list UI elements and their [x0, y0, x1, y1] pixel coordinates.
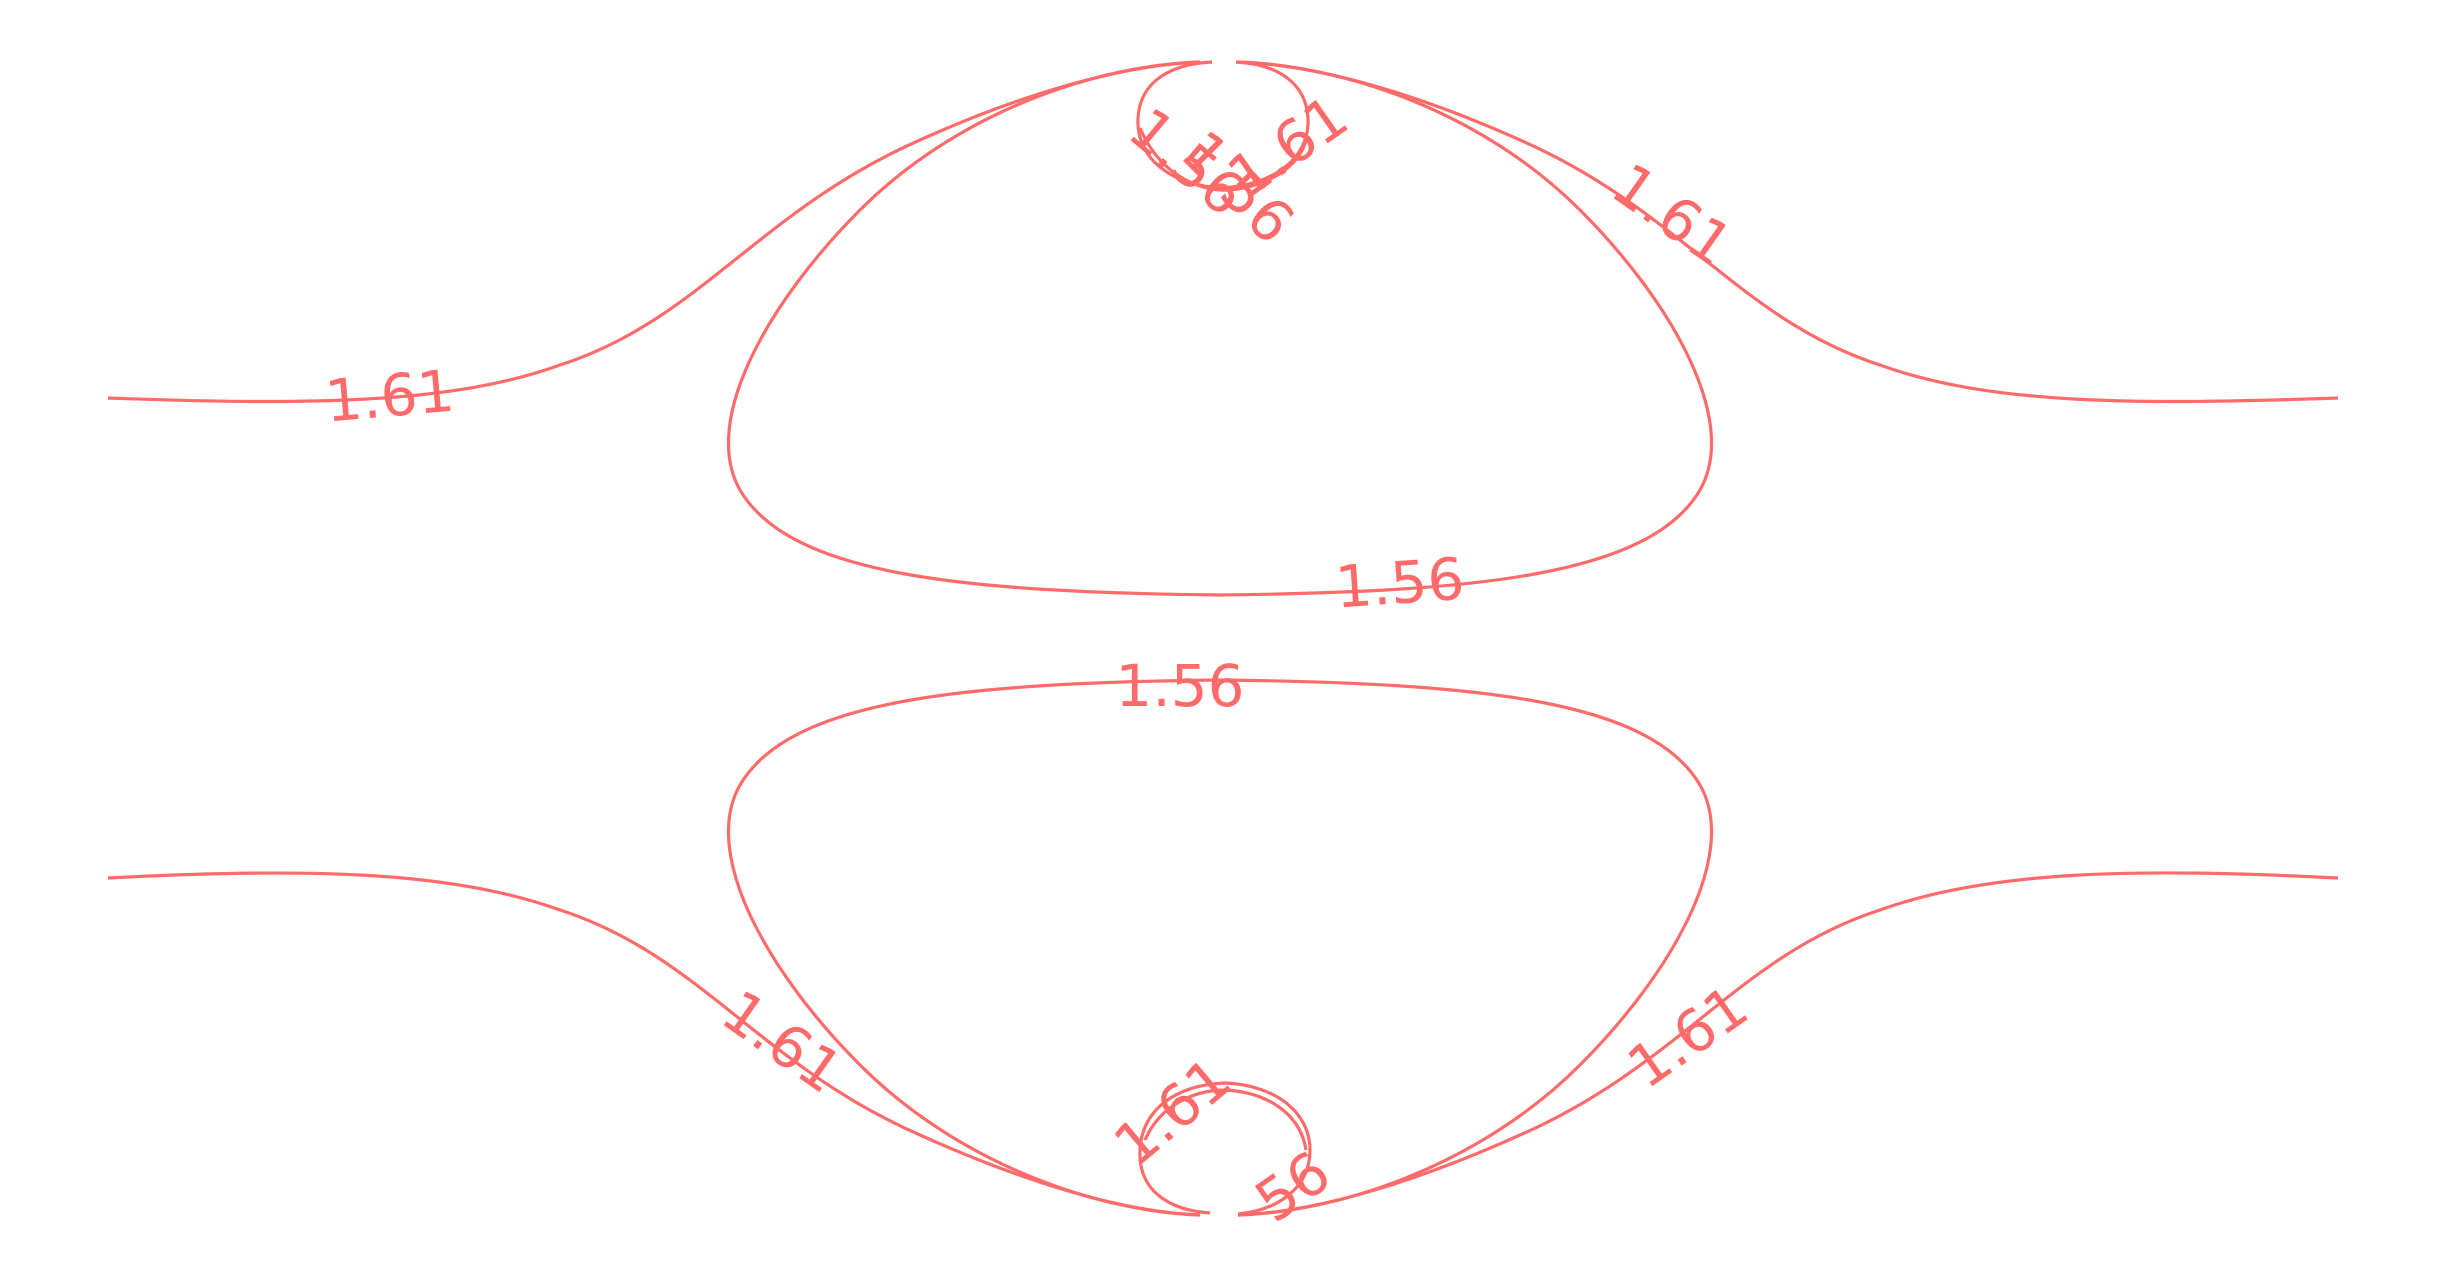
contour-line-lower-loop — [726, 678, 1714, 1217]
contour-label: 1.61 — [322, 357, 457, 436]
contour-line-upper-loop — [726, 60, 1714, 597]
contour-line-upper-outer-right — [1237, 60, 2339, 404]
contour-line-upper-small-loop-inner — [1138, 127, 1308, 192]
contour-lines — [107, 60, 2339, 1217]
contour-line-upper-small-loop — [1136, 60, 1310, 190]
contour-line-lower-small-loop — [1138, 1081, 1312, 1216]
contour-label: 1.56 — [1115, 652, 1244, 720]
contour-line-lower-small-loop-inner — [1143, 1088, 1308, 1151]
contour-label: 1.56 — [1333, 545, 1467, 622]
contour-line-upper-outer-left — [107, 60, 1201, 404]
